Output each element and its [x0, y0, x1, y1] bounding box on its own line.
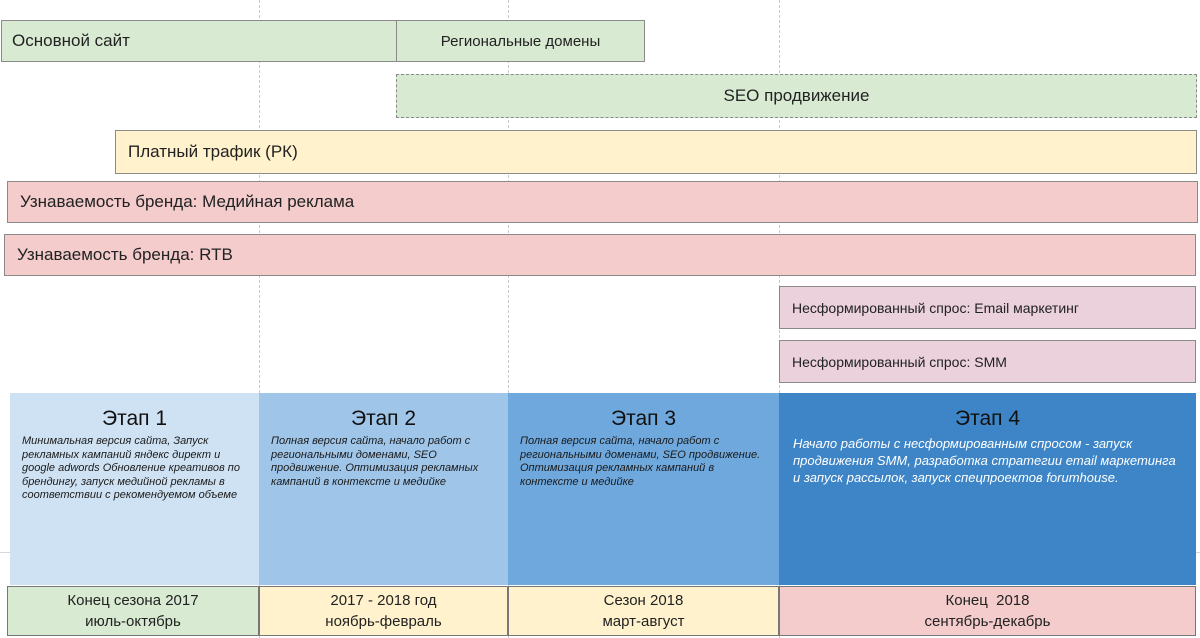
period-4: Конец 2018 сентябрь-декабрь [779, 586, 1196, 636]
bar-brand-rtb: Узнаваемость бренда: RTB [4, 234, 1196, 276]
stage-4: Этап 4 Начало работы с несформированным … [779, 393, 1196, 585]
stage-3-title: Этап 3 [610, 407, 677, 430]
bar-main-site-label: Основной сайт [12, 31, 130, 50]
bar-main-site: Основной сайт [1, 20, 397, 62]
bar-brand-rtb-label: Узнаваемость бренда: RTB [17, 245, 233, 264]
period-4-months: сентябрь-декабрь [924, 613, 1051, 630]
period-4-title: Конец 2018 [945, 592, 1030, 609]
stage-4-description: Начало работы с несформированным спросом… [793, 436, 1176, 485]
stage-1-description: Минимальная версия сайта, Запуск рекламн… [22, 435, 240, 501]
period-2: 2017 - 2018 год ноябрь-февраль [259, 586, 508, 636]
stage-4-title: Этап 4 [954, 407, 1021, 430]
bar-seo: SEO продвижение [396, 74, 1197, 118]
period-3-months: март-август [602, 613, 685, 630]
bar-paid-traffic: Платный трафик (РК) [115, 130, 1197, 174]
stage-1-title: Этап 1 [101, 407, 168, 430]
period-1-months: июль-октябрь [85, 613, 181, 630]
bar-demand-smm: Несформированный спрос: SMM [779, 340, 1196, 383]
period-3: Сезон 2018 март-август [508, 586, 779, 636]
bar-brand-media: Узнаваемость бренда: Медийная реклама [7, 181, 1198, 223]
period-2-months: ноябрь-февраль [325, 613, 442, 630]
period-2-title: 2017 - 2018 год [330, 592, 437, 609]
bar-demand-email-label: Несформированный спрос: Email маркетинг [792, 299, 1080, 316]
stage-2: Этап 2 Полная версия сайта, начало работ… [259, 393, 508, 585]
column-divider [508, 0, 509, 638]
bar-paid-traffic-label: Платный трафик (РК) [128, 142, 298, 161]
stage-2-title: Этап 2 [350, 407, 417, 430]
bar-regional-domains: Региональные домены [396, 20, 645, 62]
bar-demand-smm-label: Несформированный спрос: SMM [792, 353, 1007, 370]
bar-regional-domains-label: Региональные домены [440, 32, 601, 50]
stage-2-description: Полная версия сайта, начало работ с реги… [271, 435, 479, 488]
stage-1: Этап 1 Минимальная версия сайта, Запуск … [10, 393, 259, 585]
period-1-title: Конец сезона 2017 [67, 592, 199, 609]
period-1: Конец сезона 2017 июль-октябрь [7, 586, 259, 636]
stage-3-description: Полная версия сайта, начало работ с реги… [520, 435, 761, 488]
period-3-title: Сезон 2018 [603, 592, 684, 609]
column-divider [259, 0, 260, 638]
stage-3: Этап 3 Полная версия сайта, начало работ… [508, 393, 779, 585]
bar-demand-email: Несформированный спрос: Email маркетинг [779, 286, 1196, 329]
bar-brand-media-label: Узнаваемость бренда: Медийная реклама [20, 192, 355, 211]
bar-seo-label: SEO продвижение [723, 86, 870, 105]
